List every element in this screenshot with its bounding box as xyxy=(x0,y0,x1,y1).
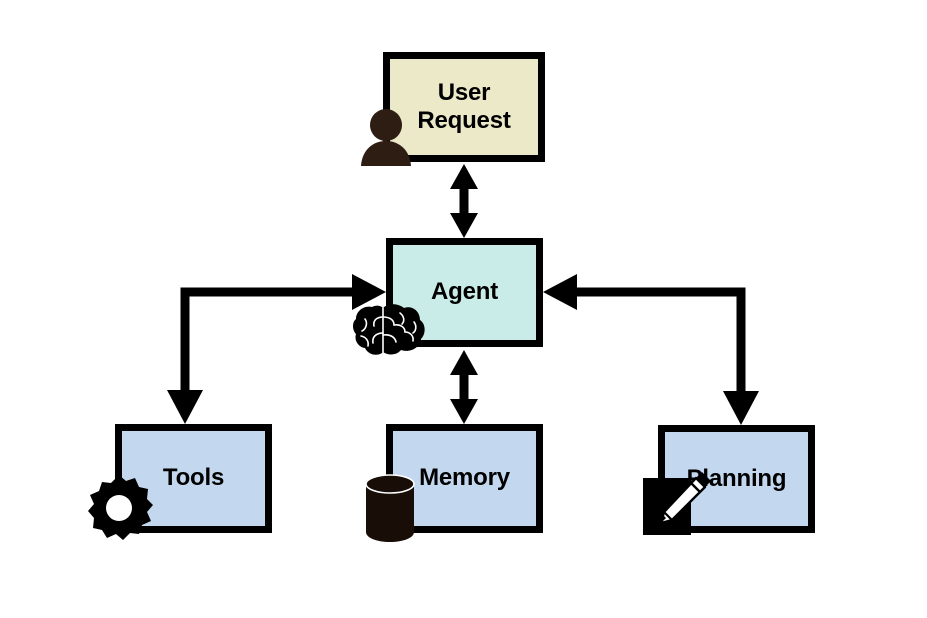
node-tools[interactable]: Tools xyxy=(115,424,272,533)
edge-planning-agent xyxy=(543,274,759,425)
node-planning-label: Planning xyxy=(686,464,787,492)
node-user-request-label-line2: Request xyxy=(417,107,511,134)
node-agent-label: Agent xyxy=(431,278,498,306)
node-memory-label: Memory xyxy=(419,464,510,492)
node-tools-label: Tools xyxy=(162,464,225,492)
node-user-request-label: User Request xyxy=(417,79,510,136)
node-user-request[interactable]: User Request xyxy=(383,52,545,162)
node-planning[interactable]: Planning xyxy=(658,425,815,533)
edge-tools-agent xyxy=(167,274,386,424)
node-user-request-label-line1: User xyxy=(437,78,491,106)
edge-agent-memory xyxy=(450,350,478,424)
node-agent[interactable]: Agent xyxy=(386,238,543,347)
node-memory[interactable]: Memory xyxy=(386,424,543,533)
edge-user-request-agent xyxy=(450,164,478,238)
